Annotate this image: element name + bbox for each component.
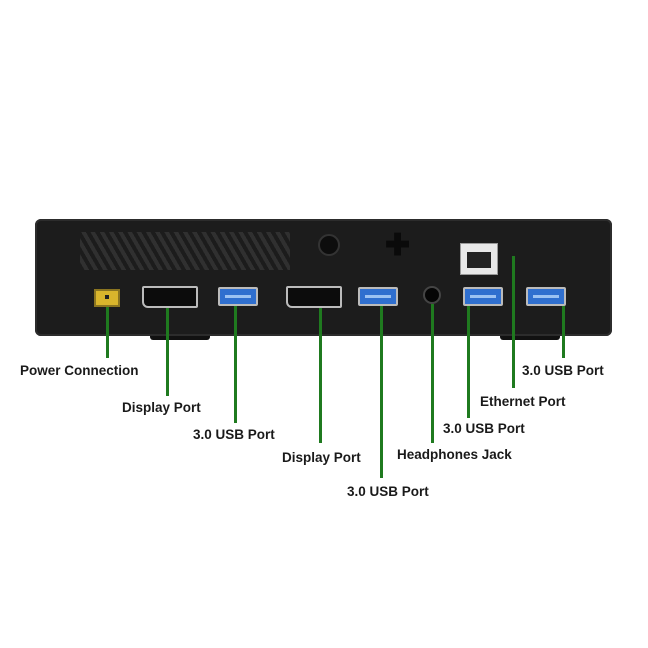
label-usb-port-2: 3.0 USB Port <box>347 484 429 499</box>
leader-line <box>512 256 515 388</box>
leader-line <box>562 306 565 358</box>
label-display-port-2: Display Port <box>282 450 361 465</box>
display-port-1 <box>142 286 198 308</box>
power-port <box>94 289 120 307</box>
leader-line <box>166 308 169 396</box>
leader-line <box>234 306 237 423</box>
label-display-port-1: Display Port <box>122 400 201 415</box>
lock-screw <box>318 234 340 256</box>
label-usb-port-3: 3.0 USB Port <box>443 421 525 436</box>
device-foot <box>500 334 560 340</box>
label-usb-port-1: 3.0 USB Port <box>193 427 275 442</box>
leader-line <box>467 306 470 418</box>
leader-line <box>431 304 434 443</box>
usb-port-4 <box>526 287 566 306</box>
vent-grille <box>80 232 290 270</box>
antenna-knockout: ✚ <box>385 229 411 262</box>
label-headphones-jack: Headphones Jack <box>397 447 512 462</box>
device-foot <box>150 334 210 340</box>
label-usb-port-4: 3.0 USB Port <box>522 363 604 378</box>
label-power-connection: Power Connection <box>20 363 139 378</box>
leader-line <box>106 307 109 358</box>
label-ethernet-port: Ethernet Port <box>480 394 566 409</box>
display-port-2 <box>286 286 342 308</box>
usb-port-3 <box>463 287 503 306</box>
leader-line <box>380 306 383 478</box>
usb-port-2 <box>358 287 398 306</box>
headphone-jack <box>423 286 441 304</box>
leader-line <box>319 308 322 443</box>
usb-port-1 <box>218 287 258 306</box>
ethernet-port <box>460 243 498 275</box>
